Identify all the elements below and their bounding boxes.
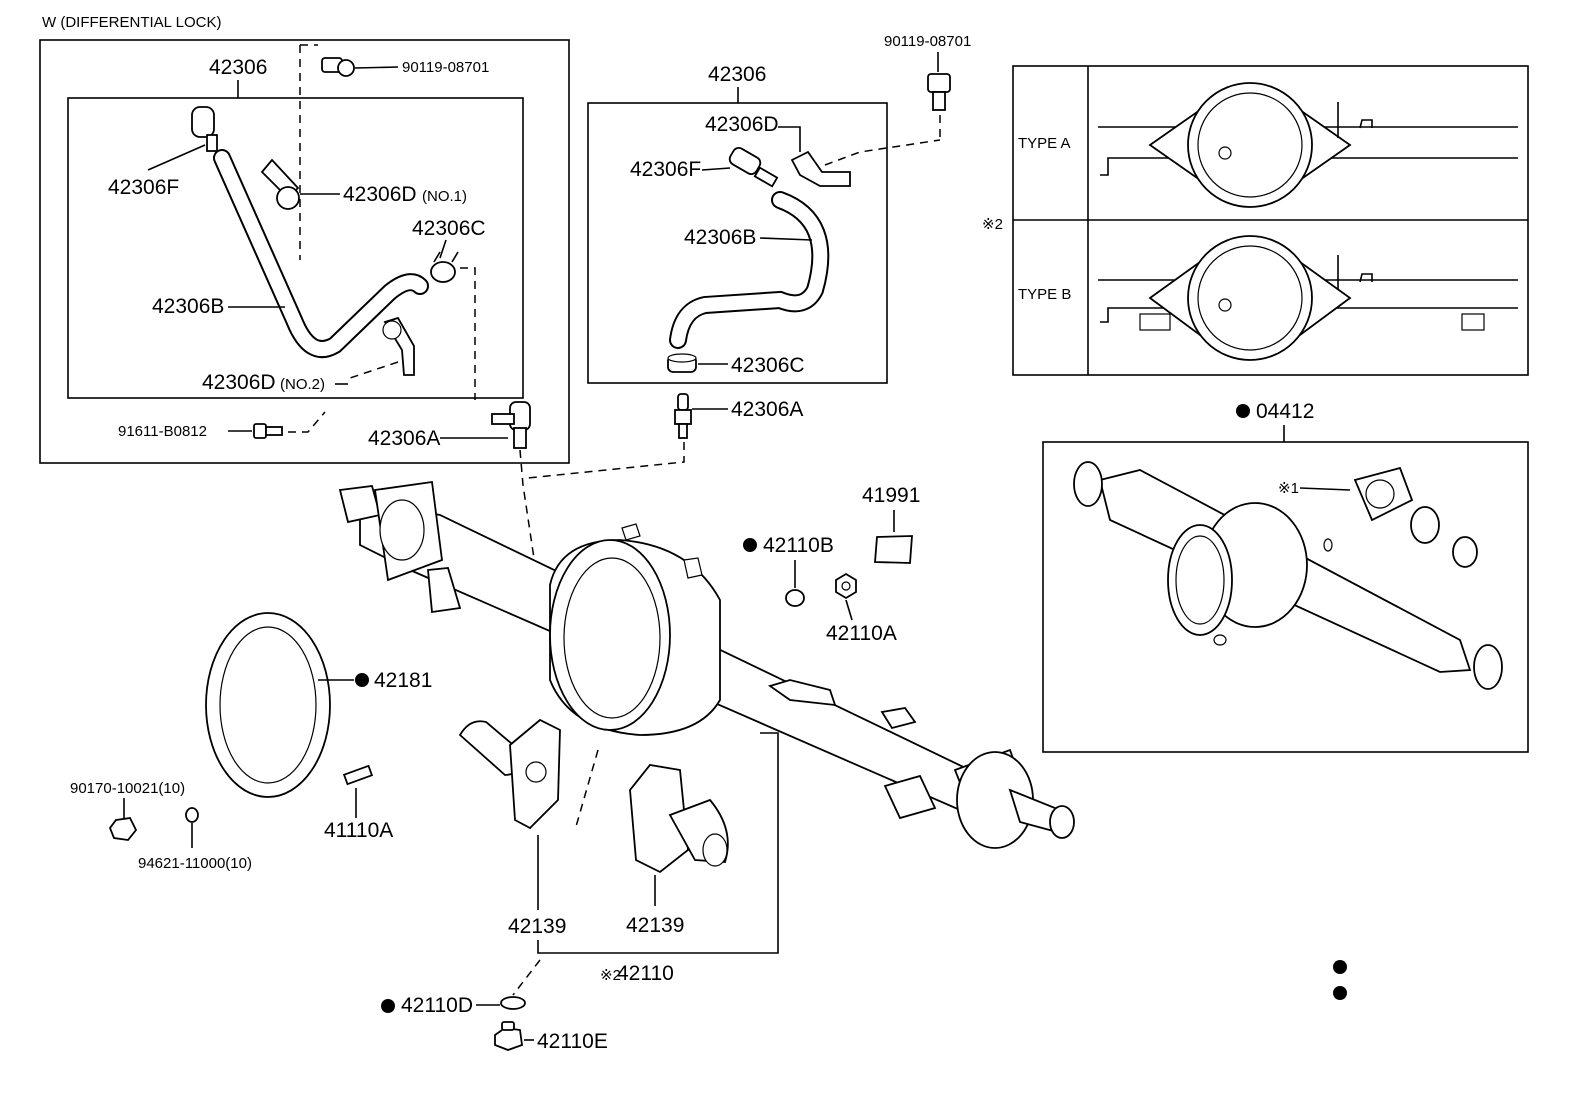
- bolt-90119-left: [321, 57, 355, 77]
- label-42110E: 42110E: [537, 1030, 608, 1053]
- label-90119-right: 90119-08701: [884, 33, 971, 50]
- label-42306D-no2: 42306D: [202, 371, 276, 394]
- housing-type-b: [1098, 235, 1518, 361]
- clamp-42306D-no2: [382, 316, 415, 376]
- non-reusable-dot-04412: [1236, 404, 1250, 418]
- nut-90170: [108, 817, 138, 841]
- label-42110: 42110: [617, 962, 674, 985]
- bearing-cap-42139-right: [629, 764, 729, 874]
- label-42306B-left: 42306B: [152, 295, 224, 318]
- plug-42110E: [494, 1021, 523, 1051]
- diff-lock-outer-box: [39, 39, 570, 464]
- label-42306-mid: 42306: [708, 63, 766, 86]
- kit-04412-box: [1042, 441, 1529, 753]
- plate-41991: [874, 535, 913, 564]
- label-90170: 90170-10021(10): [70, 780, 185, 797]
- label-42110D: 42110D: [401, 994, 473, 1017]
- gasket-42181: [205, 612, 331, 798]
- diff-lock-inner-box: [67, 97, 524, 399]
- label-42306D-mid: 42306D: [705, 113, 779, 136]
- label-type-b: TYPE B: [1018, 286, 1071, 303]
- label-42306B-mid: 42306B: [684, 226, 756, 249]
- plug-42110A: [835, 572, 857, 600]
- stud-41110A: [342, 764, 374, 786]
- bolt-91611: [253, 423, 283, 439]
- label-41991: 41991: [862, 484, 920, 507]
- label-42306F-mid: 42306F: [630, 158, 701, 181]
- housing-type-a: [1098, 82, 1518, 208]
- mid-hose-box: [587, 102, 888, 384]
- gasket-42110D: [500, 996, 526, 1010]
- label-42306A-mid: 42306A: [731, 398, 803, 421]
- non-reusable-dot-42110D: [381, 999, 395, 1013]
- clamp-42306D-no1: [260, 158, 300, 210]
- label-42306A-left: 42306A: [368, 427, 440, 450]
- label-ref2-side: ※2: [982, 216, 1003, 233]
- kit-axle-housing: [1073, 461, 1503, 690]
- label-ref1-kit: ※1: [1278, 480, 1299, 497]
- washer-94621: [185, 807, 199, 823]
- label-04412: 04412: [1256, 400, 1314, 423]
- label-42306-left: 42306: [209, 56, 267, 79]
- label-no2: (NO.2): [280, 376, 325, 393]
- label-41110A: 41110A: [324, 819, 393, 842]
- label-42139-b: 42139: [626, 914, 684, 937]
- label-42306C-left: 42306C: [412, 217, 486, 240]
- breather-plug-42306F-mid: [728, 147, 779, 188]
- label-42306D-no1: 42306D: [343, 183, 417, 206]
- label-42110B: 42110B: [763, 534, 834, 557]
- legend-dot-en: [1333, 986, 1347, 1000]
- label-42306C-mid: 42306C: [731, 354, 805, 377]
- label-ref2-42110: ※2: [600, 967, 621, 984]
- hose-42306B-mid: [669, 191, 830, 349]
- washer-42110B: [785, 589, 805, 607]
- label-type-a: TYPE A: [1018, 135, 1071, 152]
- bolt-90119-right: [927, 73, 951, 111]
- section-title: W (DIFFERENTIAL LOCK): [42, 14, 221, 31]
- rear-axle-housing: [338, 480, 1075, 849]
- union-42306A-left: [491, 401, 531, 449]
- bearing-cap-42139-left: [458, 718, 561, 830]
- non-reusable-dot-42181: [355, 673, 369, 687]
- label-42110A: 42110A: [826, 622, 897, 645]
- clip-42306C-mid: [667, 353, 697, 373]
- union-42306A-mid: [674, 393, 692, 439]
- label-94621: 94621-11000(10): [138, 855, 252, 872]
- clamp-42306D-mid: [790, 150, 851, 187]
- label-91611: 91611-B0812: [118, 423, 207, 440]
- clip-42306C-left: [430, 251, 459, 283]
- label-no1: (NO.1): [422, 188, 467, 205]
- label-90119-left: 90119-08701: [402, 59, 489, 76]
- label-42306F-left: 42306F: [108, 176, 179, 199]
- label-42181: 42181: [374, 669, 432, 692]
- non-reusable-dot-42110B: [743, 538, 757, 552]
- breather-plug-42306F-left: [191, 106, 218, 152]
- label-42139-a: 42139: [508, 915, 566, 938]
- legend-dot-jp: [1333, 960, 1347, 974]
